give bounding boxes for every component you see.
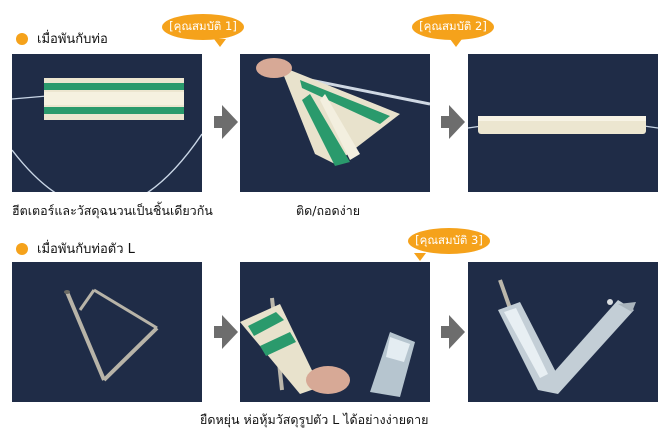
caption-flexible-l-wrap: ยืดหยุ่น ห่อหุ้มวัสดุรูปตัว L ได้อย่างง่… [200, 412, 429, 427]
step-arrow-4-stem [441, 326, 449, 338]
right-arrow-icon [449, 315, 465, 349]
step-arrow-1-stem [214, 116, 222, 128]
feature-badge-1-label: [คุณสมบัติ 1] [169, 19, 237, 33]
feature-badge-2-label: [คุณสมบัติ 2] [419, 19, 487, 33]
photo-wrapped-l-pipe [468, 262, 658, 402]
step-arrow-2-stem [441, 116, 449, 128]
caption-easy-attach: ติด/ถอดง่าย [296, 203, 361, 218]
photo-wrapping-pipe [240, 54, 430, 192]
right-arrow-icon [222, 105, 238, 139]
caption-heater-integrated: ฮีตเตอร์และวัสดุฉนวนเป็นชิ้นเดียวกัน [12, 203, 213, 218]
photo-wrapped-pipe [468, 54, 658, 192]
section-2-heading: เมื่อพันกับท่อตัว L [16, 238, 135, 259]
photo-l-shaped-pipe [12, 262, 202, 402]
badge-3-tail [414, 253, 426, 261]
feature-badge-2: [คุณสมบัติ 2] [412, 14, 494, 40]
orange-dot-icon [16, 242, 28, 255]
step-arrow-3-stem [214, 326, 222, 338]
feature-badge-3-label: [คุณสมบัติ 3] [415, 233, 483, 247]
section-2-heading-text: เมื่อพันกับท่อตัว L [37, 242, 135, 257]
orange-dot-icon [16, 32, 28, 45]
photo-wrapping-l-pipe [240, 262, 430, 402]
feature-badge-1: [คุณสมบัติ 1] [162, 14, 244, 40]
badge-1-tail [214, 39, 226, 47]
feature-badge-3: [คุณสมบัติ 3] [408, 228, 490, 254]
badge-2-tail [450, 39, 462, 47]
right-arrow-icon [449, 105, 465, 139]
right-arrow-icon [222, 315, 238, 349]
section-1-heading-text: เมื่อพันกับท่อ [37, 32, 108, 47]
section-1-heading: เมื่อพันกับท่อ [16, 28, 108, 49]
photo-heater-strip-flat [12, 54, 202, 192]
